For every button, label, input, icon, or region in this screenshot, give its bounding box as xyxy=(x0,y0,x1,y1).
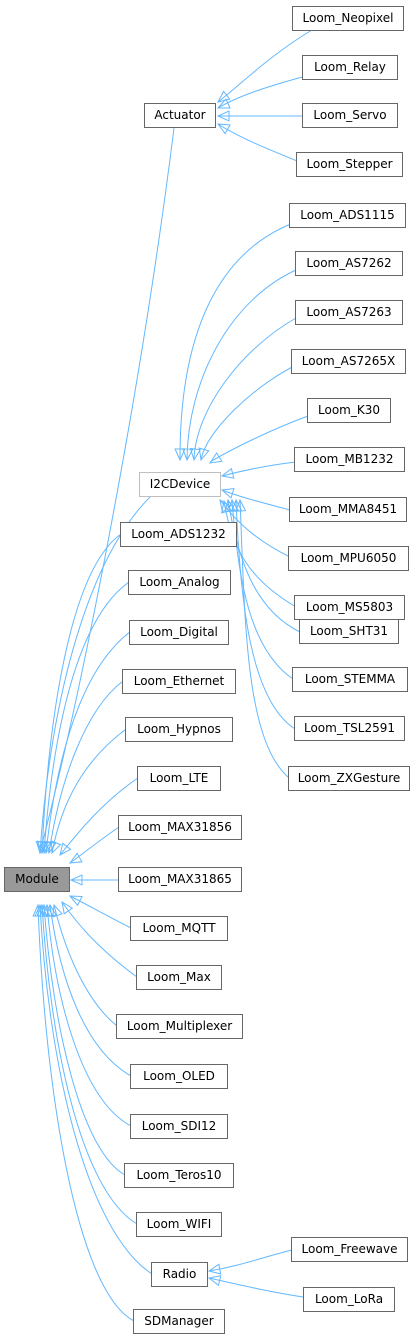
edge-arrowhead xyxy=(59,842,72,856)
edge-arrowhead xyxy=(216,123,231,135)
inheritance-edge xyxy=(46,904,132,1127)
node-loom-wifi[interactable]: Loom_WIFI xyxy=(136,1212,222,1237)
edge-arrowhead xyxy=(189,447,202,462)
edge-arrowhead xyxy=(45,840,57,855)
node-loom-ms5803[interactable]: Loom_MS5803 xyxy=(294,595,405,620)
node-loom-as7262[interactable]: Loom_AS7262 xyxy=(295,251,403,276)
inheritance-edge xyxy=(39,904,153,1275)
node-radio[interactable]: Radio xyxy=(151,1262,208,1287)
node-loom-teros10[interactable]: Loom_Teros10 xyxy=(124,1163,234,1188)
inheritance-edge xyxy=(179,221,297,459)
inheritance-edge xyxy=(69,826,120,864)
inheritance-edge xyxy=(186,269,297,460)
node-loom-tsl2591[interactable]: Loom_TSL2591 xyxy=(294,716,405,741)
node-sdmanager[interactable]: SDManager xyxy=(133,1309,225,1334)
inheritance-edge xyxy=(39,127,175,853)
node-loom-k30[interactable]: Loom_K30 xyxy=(307,398,391,423)
node-loom-stepper[interactable]: Loom_Stepper xyxy=(296,152,403,177)
node-loom-as7263[interactable]: Loom_AS7263 xyxy=(295,300,403,325)
edge-arrowhead xyxy=(217,90,231,103)
inheritance-edge xyxy=(49,904,132,1077)
node-actuator[interactable]: Actuator xyxy=(144,103,216,128)
edge-arrowhead xyxy=(68,895,83,907)
inheritance-edge xyxy=(41,904,138,1225)
inheritance-edge xyxy=(217,123,303,164)
node-loom-freewave[interactable]: Loom_Freewave xyxy=(291,1237,408,1262)
node-loom-hypnos[interactable]: Loom_Hypnos xyxy=(125,717,233,742)
node-loom-sdi12[interactable]: Loom_SDI12 xyxy=(130,1114,228,1139)
node-i2cdevice[interactable]: I2CDevice xyxy=(139,472,221,497)
inheritance-edge xyxy=(51,728,127,854)
edge-arrowhead xyxy=(234,498,247,512)
inheritance-edge xyxy=(239,499,290,779)
edge-arrowhead xyxy=(207,1263,222,1275)
inheritance-edge xyxy=(217,76,303,109)
edge-arrowhead xyxy=(174,448,186,462)
node-loom-oled[interactable]: Loom_OLED xyxy=(130,1064,228,1089)
node-loom-max31865[interactable]: Loom_MAX31865 xyxy=(118,867,242,892)
edge-arrowhead xyxy=(61,900,74,915)
inheritance-edge xyxy=(227,499,301,633)
inheritance-edge xyxy=(69,895,132,929)
node-loom-multiplexer[interactable]: Loom_Multiplexer xyxy=(116,1014,243,1039)
inheritance-edge xyxy=(45,631,131,854)
edge-arrowhead xyxy=(208,452,223,464)
edge-arrowhead xyxy=(50,840,62,855)
inheritance-edge xyxy=(43,581,130,854)
node-module: Module xyxy=(4,867,70,892)
node-loom-zxgesture[interactable]: Loom_ZXGesture xyxy=(288,766,410,791)
node-loom-lora[interactable]: Loom_LoRa xyxy=(303,1287,395,1312)
edge-arrowhead xyxy=(32,903,44,917)
node-loom-max[interactable]: Loom_Max xyxy=(136,965,222,990)
inheritance-edge xyxy=(208,1277,304,1298)
inheritance-edge xyxy=(59,777,139,856)
edge-arrowhead xyxy=(216,110,230,122)
inheritance-edge xyxy=(48,680,124,854)
node-loom-sht31[interactable]: Loom_SHT31 xyxy=(299,619,399,644)
inheritance-edge xyxy=(235,499,296,730)
inheritance-edge xyxy=(41,533,122,854)
node-loom-mma8451[interactable]: Loom_MMA8451 xyxy=(289,497,407,522)
node-loom-stemma[interactable]: Loom_STEMMA xyxy=(292,667,408,692)
edge-arrowhead xyxy=(68,852,83,864)
inheritance-edge xyxy=(53,904,118,1027)
node-loom-relay[interactable]: Loom_Relay xyxy=(302,55,398,80)
inheritance-edge xyxy=(221,489,291,511)
inheritance-edge xyxy=(208,1249,293,1272)
inheritance-edge xyxy=(221,461,297,477)
inheritance-edge xyxy=(217,29,313,103)
node-loom-digital[interactable]: Loom_Digital xyxy=(129,620,229,645)
inheritance-edge xyxy=(61,901,138,978)
node-loom-neopixel[interactable]: Loom_Neopixel xyxy=(292,6,404,31)
node-loom-as7265x[interactable]: Loom_AS7265X xyxy=(291,349,406,374)
node-loom-mpu6050[interactable]: Loom_MPU6050 xyxy=(288,546,409,571)
inheritance-edge xyxy=(193,317,297,460)
edge-arrowhead xyxy=(69,874,83,886)
edge-arrowhead xyxy=(216,98,231,109)
node-loom-ethernet[interactable]: Loom_Ethernet xyxy=(122,669,236,694)
node-loom-lte[interactable]: Loom_LTE xyxy=(137,766,221,791)
inheritance-edge xyxy=(200,366,293,460)
node-loom-max31856[interactable]: Loom_MAX31856 xyxy=(118,815,242,840)
edge-arrowhead xyxy=(220,467,235,479)
node-loom-servo[interactable]: Loom_Servo xyxy=(302,103,398,128)
inheritance-edge xyxy=(43,904,126,1176)
edge-arrowhead xyxy=(182,448,194,462)
edge-arrowhead xyxy=(220,488,235,499)
node-loom-mqtt[interactable]: Loom_MQTT xyxy=(130,916,228,941)
edge-arrowhead xyxy=(207,1275,222,1287)
edge-arrowhead xyxy=(198,447,210,462)
node-loom-ads1232[interactable]: Loom_ADS1232 xyxy=(120,522,237,547)
node-loom-analog[interactable]: Loom_Analog xyxy=(128,570,231,595)
inheritance-edge xyxy=(223,500,297,608)
inheritance-edge xyxy=(37,904,135,1322)
node-loom-ads1115[interactable]: Loom_ADS1115 xyxy=(289,203,406,228)
node-loom-mb1232[interactable]: Loom_MB1232 xyxy=(294,447,405,472)
inheritance-edge xyxy=(209,415,309,463)
